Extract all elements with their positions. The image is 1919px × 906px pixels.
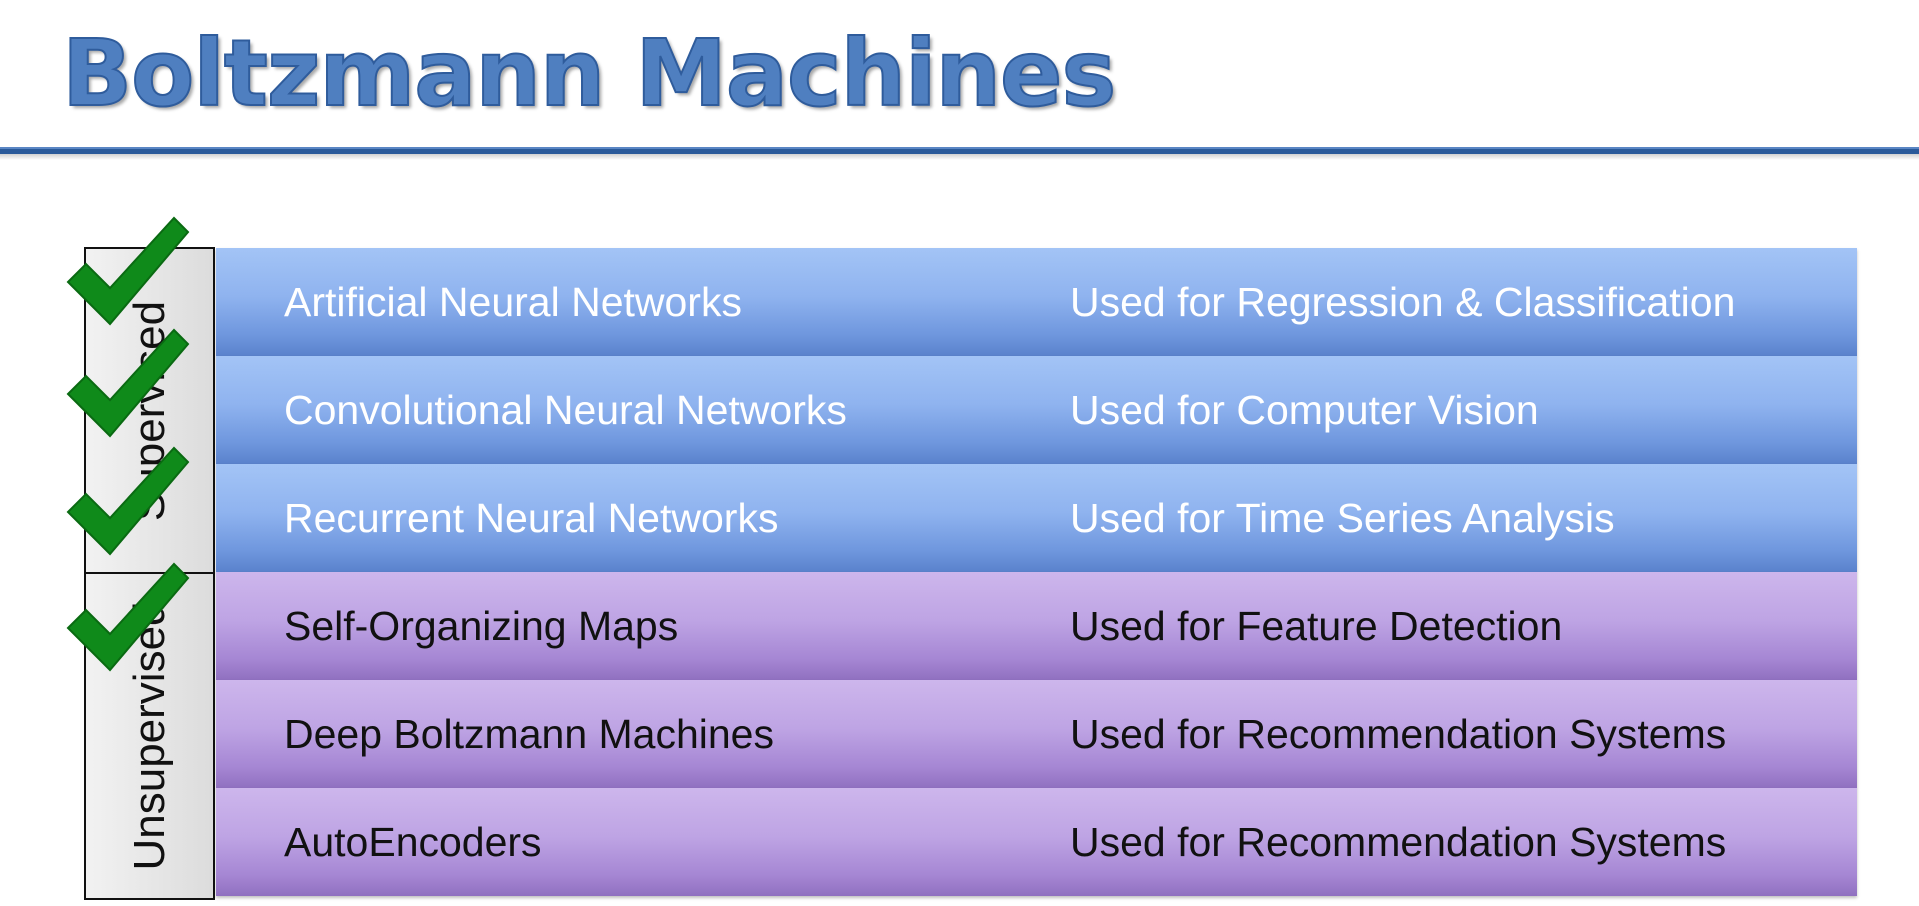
model-use: Used for Feature Detection (1070, 603, 1563, 649)
check-mark-icon (66, 446, 190, 556)
model-use: Used for Computer Vision (1070, 387, 1539, 433)
title-divider-shadow (0, 154, 1919, 160)
check-mark-icon (66, 562, 190, 672)
check-mark-icon (66, 328, 190, 438)
unsupervised-group-label: Unsupervised (84, 572, 215, 900)
model-name: AutoEncoders (284, 819, 542, 865)
table-row: Deep Boltzmann Machines Used for Recomme… (216, 680, 1857, 788)
title-divider (0, 147, 1919, 154)
model-use: Used for Recommendation Systems (1070, 819, 1727, 865)
table-row: Self-Organizing Maps Used for Feature De… (216, 572, 1857, 680)
models-table: Artificial Neural Networks Used for Regr… (216, 248, 1857, 896)
model-use: Used for Recommendation Systems (1070, 711, 1727, 757)
model-name: Convolutional Neural Networks (284, 387, 847, 433)
table-row: Recurrent Neural Networks Used for Time … (216, 464, 1857, 572)
table-row: Convolutional Neural Networks Used for C… (216, 356, 1857, 464)
model-name: Artificial Neural Networks (284, 279, 742, 325)
model-name: Self-Organizing Maps (284, 603, 679, 649)
model-name: Recurrent Neural Networks (284, 495, 779, 541)
model-use: Used for Regression & Classification (1070, 279, 1736, 325)
table-row: Artificial Neural Networks Used for Regr… (216, 248, 1857, 356)
check-mark-icon (66, 216, 190, 326)
table-row: AutoEncoders Used for Recommendation Sys… (216, 788, 1857, 896)
slide-title: Boltzmann Machines (61, 19, 1117, 128)
model-use: Used for Time Series Analysis (1070, 495, 1615, 541)
model-name: Deep Boltzmann Machines (284, 711, 774, 757)
